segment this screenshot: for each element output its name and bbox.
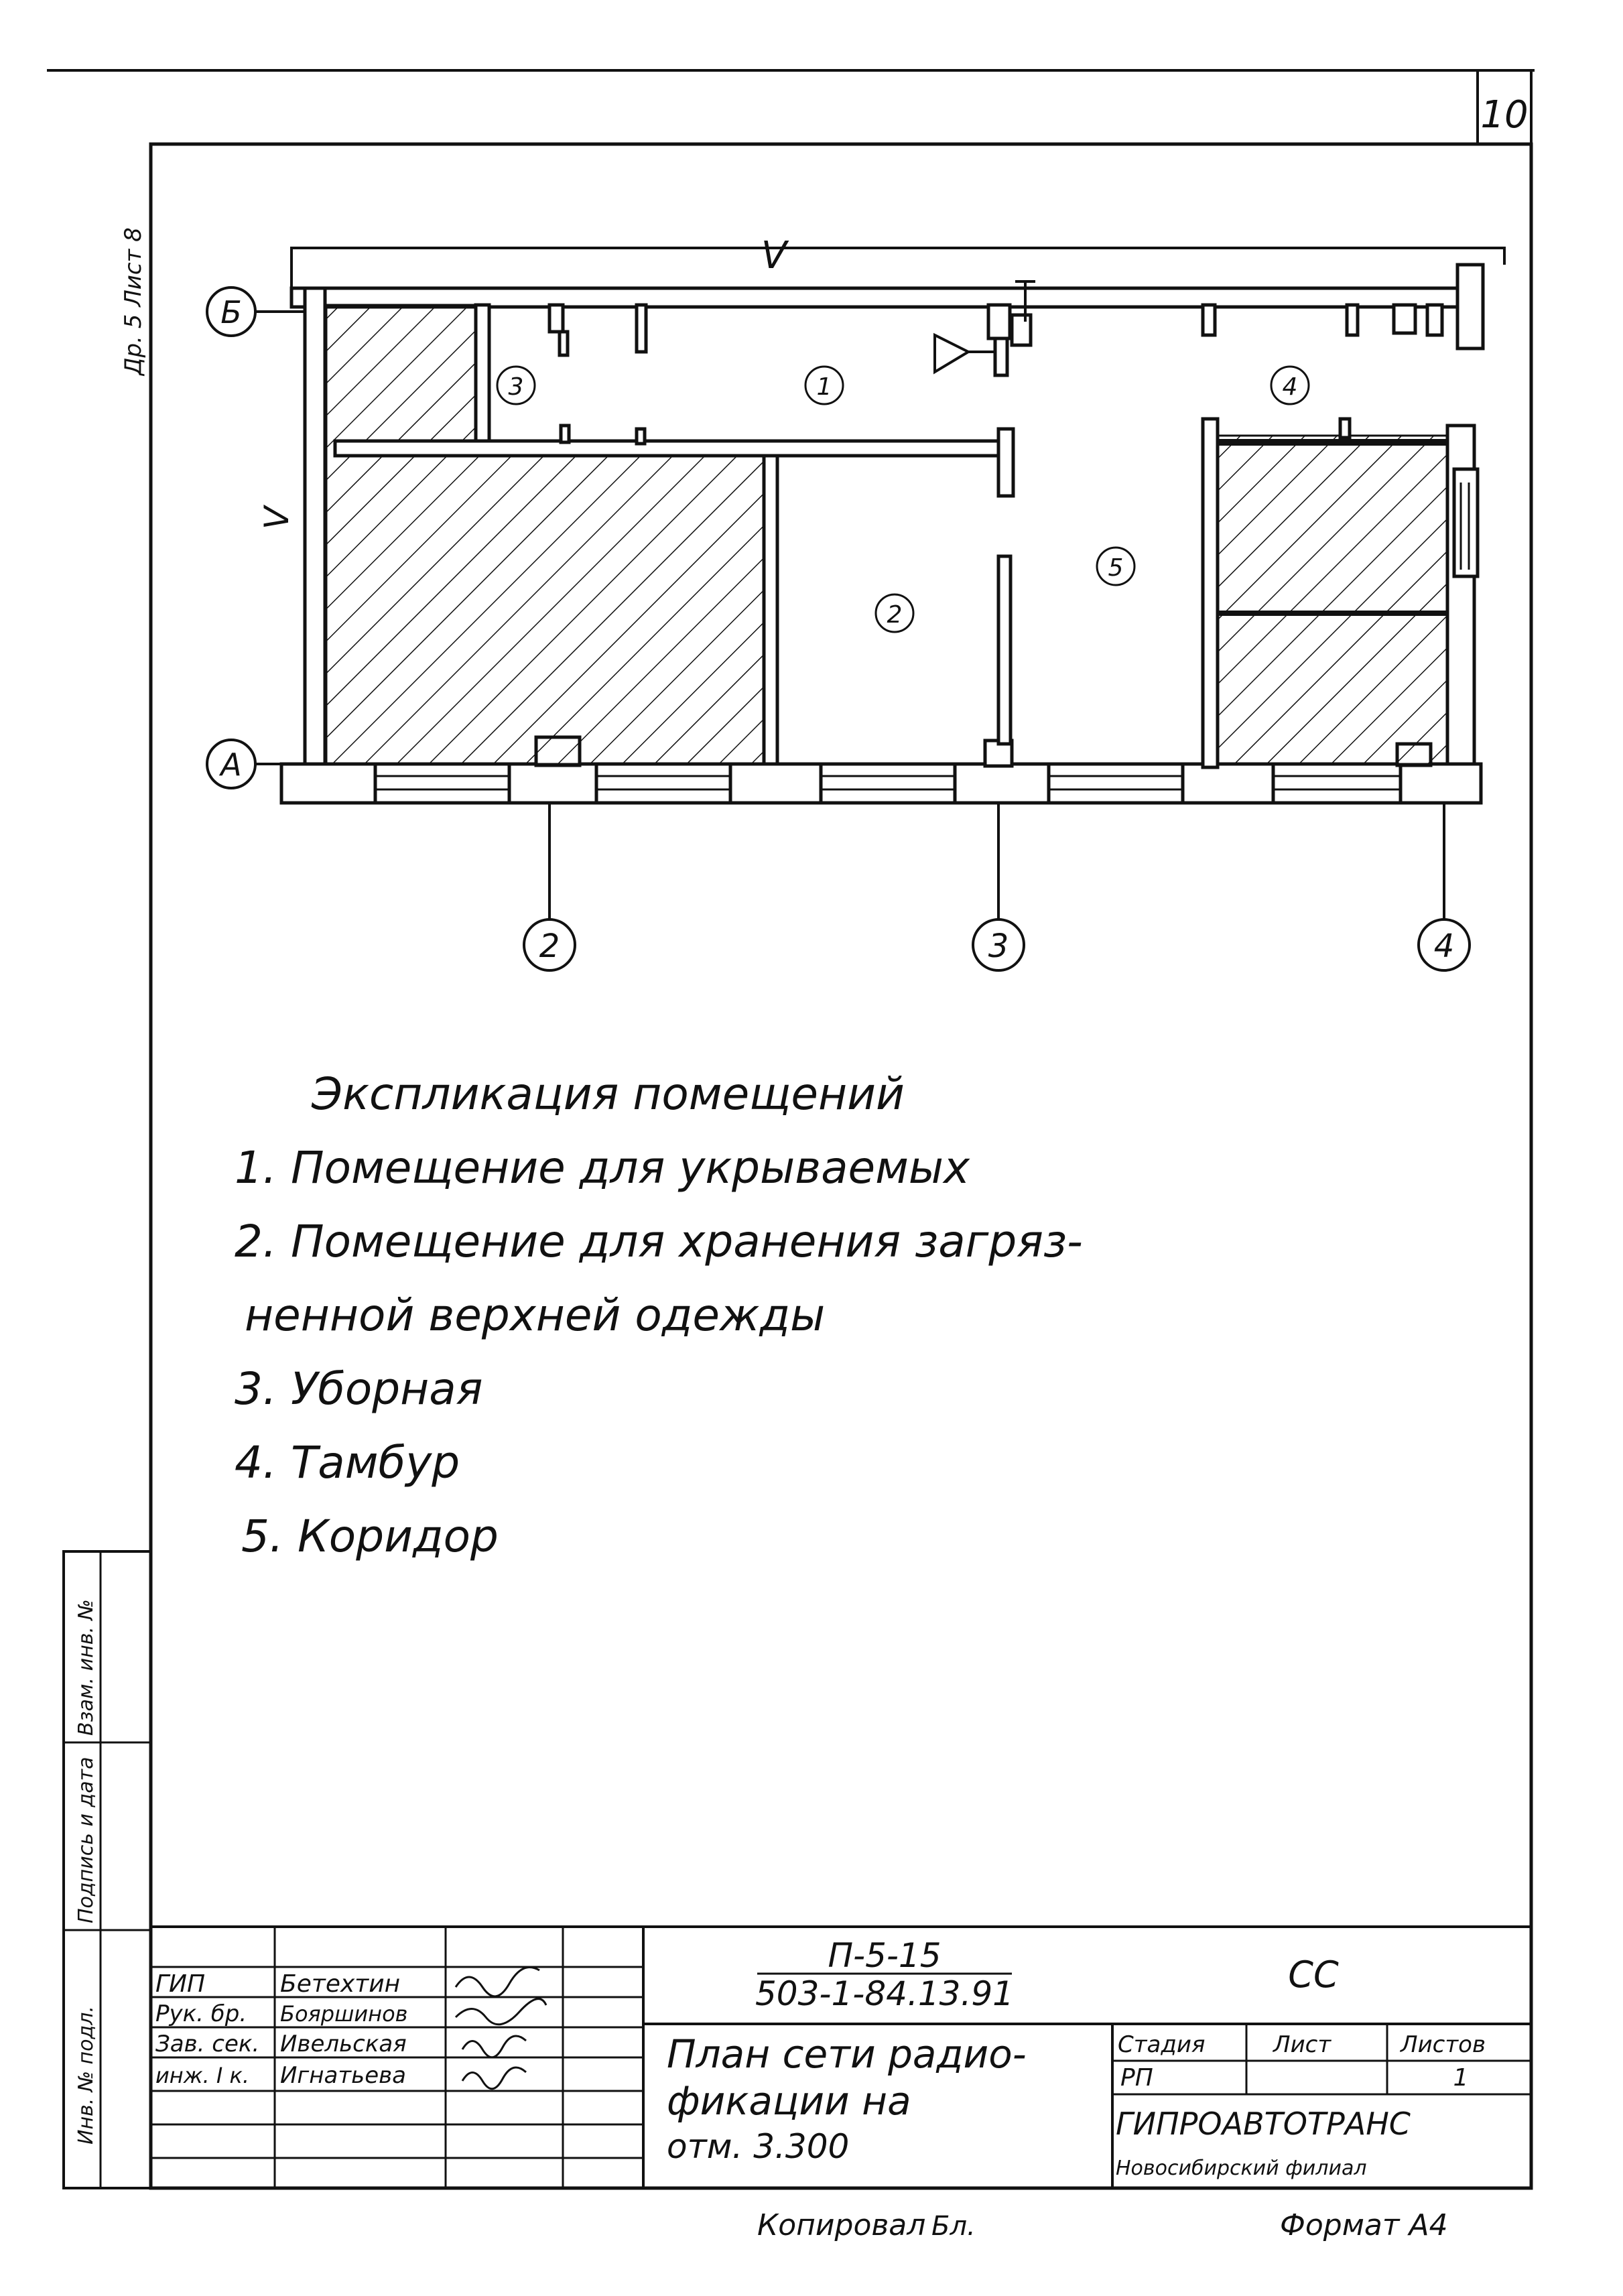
- axis-label-b: Б: [220, 294, 242, 330]
- tb-role-4: инж. I к.: [155, 2063, 249, 2088]
- tb-role-2: Рук. бр.: [155, 2000, 247, 2027]
- tb-role-1: ГИП: [155, 1970, 205, 1998]
- explication-line-4: 3. Уборная: [235, 1363, 482, 1415]
- windows-bottom: [375, 775, 1401, 791]
- axis-marker-3: [972, 918, 1025, 972]
- axis-marker-2: [523, 918, 576, 972]
- outer-wall-bottom: [279, 762, 1483, 805]
- tb-name-1: Бетехтин: [280, 1970, 400, 1998]
- footer-copied-sign: Бл.: [931, 2211, 976, 2242]
- side-strip: [62, 1550, 152, 2189]
- axis-label-2: 2: [539, 928, 560, 965]
- speaker-icon: [933, 280, 1035, 377]
- side-strip-orig: Инв. № подл.: [74, 2006, 98, 2145]
- tb-sheets-header: Листов: [1399, 2031, 1486, 2058]
- axis-label-4: 4: [1434, 928, 1455, 965]
- sheet-frame: [47, 69, 1535, 2190]
- tb-name-4: Игнатьева: [280, 2062, 406, 2089]
- room-marker-1: 1: [817, 373, 832, 401]
- tb-stage: РП: [1120, 2064, 1153, 2092]
- outer-wall-left: [303, 286, 327, 769]
- side-note: Др. 5 Лист 8: [120, 227, 147, 377]
- side-strip-sign: Подпись и дата: [74, 1757, 98, 1924]
- axis-marker-4: [1417, 918, 1471, 972]
- tb-sheet-header: Лист: [1272, 2031, 1332, 2058]
- axis-label-3: 3: [988, 928, 1009, 965]
- axis-label-a: А: [218, 747, 241, 783]
- explication-title: Экспликация помещений: [311, 1068, 905, 1120]
- side-strip-inv: Взам. инв. №: [74, 1599, 98, 1736]
- wire-mark-top: V: [761, 234, 789, 277]
- room-marker-3: 3: [509, 373, 524, 401]
- footer-format: Формат А4: [1280, 2208, 1448, 2242]
- wall-fixtures: [547, 303, 1444, 446]
- explication: Экспликация помещений 1. Помещение для у…: [235, 1068, 1083, 1562]
- explication-line-2: 2. Помещение для хранения загряз-: [235, 1216, 1083, 1267]
- tb-name-2: Бояршинов: [280, 2001, 408, 2027]
- room-marker-4: 4: [1283, 373, 1298, 401]
- tb-code-2: 503-1-84.13.91: [755, 1974, 1014, 2013]
- tb-mark: СС: [1288, 1954, 1339, 1996]
- wire-mark-left: V: [257, 504, 296, 529]
- axis-marker-b: [206, 286, 257, 337]
- tb-drawing-title-3: отм. 3.300: [667, 2127, 849, 2166]
- room-marker-2: 2: [887, 601, 903, 629]
- explication-line-3: ненной верхней одежды: [245, 1289, 825, 1341]
- explication-line-6: 5. Коридор: [241, 1511, 499, 1562]
- axis-marker-a: [206, 739, 257, 789]
- tb-name-3: Ивельская: [280, 2031, 407, 2057]
- signature-marks: [454, 1966, 547, 2090]
- tb-stage-header: Стадия: [1118, 2031, 1205, 2058]
- room-marker-5: 5: [1108, 554, 1124, 582]
- footer-copied: Копировал: [757, 2208, 925, 2242]
- title-block: ГИП Бетехтин Рук. бр. Бояршинов Зав. сек…: [151, 1925, 1531, 2188]
- tb-code-1: П-5-15: [828, 1936, 941, 1975]
- tb-org: ГИПРОАВТОТРАНС: [1116, 2106, 1411, 2142]
- sheet-number: 10: [1480, 93, 1528, 137]
- explication-line-1: 1. Помещение для укрываемых: [235, 1142, 970, 1194]
- floor-plan: V V Б А 2 3 4 1 2 3 4 5: [206, 234, 1506, 972]
- tb-branch: Новосибирский филиал: [1116, 2157, 1367, 2180]
- tb-drawing-title-2: фикации на: [667, 2078, 911, 2124]
- explication-line-5: 4. Тамбур: [235, 1437, 460, 1488]
- tb-sheets: 1: [1453, 2064, 1469, 2092]
- tb-drawing-title-1: План сети радио-: [667, 2031, 1027, 2077]
- tb-role-3: Зав. сек.: [155, 2031, 259, 2057]
